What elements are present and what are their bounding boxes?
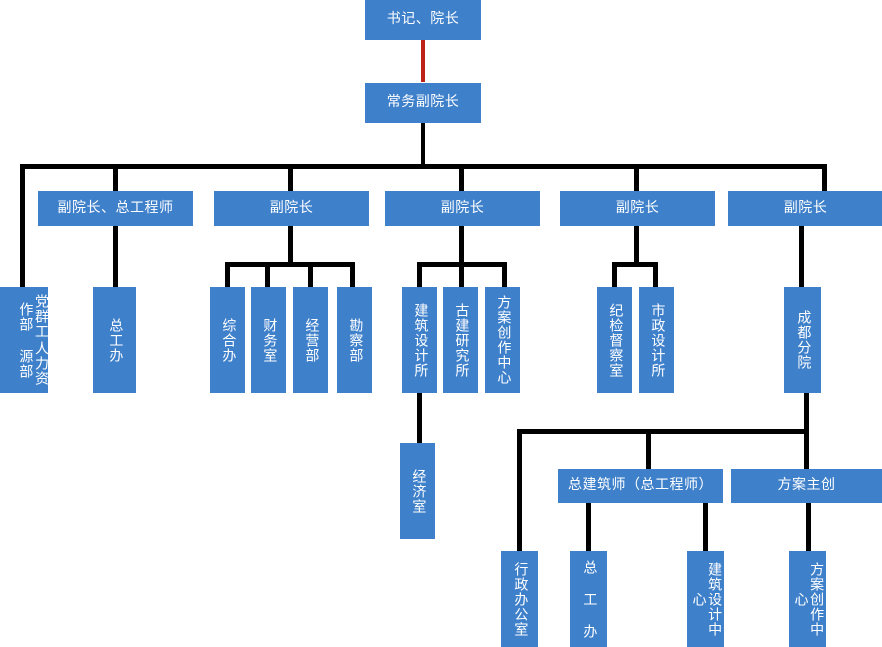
node-admin-office[interactable]: 行政办公室 bbox=[501, 551, 538, 647]
connector-vp3-to-ancient-arch-institute bbox=[459, 262, 464, 287]
node-economics-office-label: 经济室 bbox=[410, 468, 427, 514]
connector-vp2-to-operations-dept bbox=[308, 262, 313, 287]
node-chief-engineer-office-label: 总工办 bbox=[107, 317, 124, 363]
node-survey-dept[interactable]: 勘察部 bbox=[337, 287, 372, 393]
node-arch-design-institute[interactable]: 建筑设计所 bbox=[402, 287, 437, 393]
connector-bus-to-vp5 bbox=[822, 164, 827, 191]
connector-vp4-to-municipal-design-institute bbox=[653, 262, 658, 287]
node-vp1[interactable]: 副院长、总工程师 bbox=[38, 191, 193, 226]
node-ancient-arch-institute[interactable]: 古建研究所 bbox=[443, 287, 478, 393]
connector-vp2-stem bbox=[288, 225, 293, 265]
node-general-office-label: 综合办 bbox=[220, 317, 237, 363]
node-vp5[interactable]: 副院长 bbox=[728, 191, 882, 226]
connector-bus-to-hr-party bbox=[20, 164, 25, 287]
node-finance-office[interactable]: 财务室 bbox=[251, 287, 286, 393]
node-scheme-creation-center-label: 方案创作中心 bbox=[495, 295, 512, 385]
connector-vp2-to-general-office bbox=[225, 262, 230, 287]
node-municipal-design-institute[interactable]: 市政设计所 bbox=[639, 287, 674, 393]
connector-bus-to-vp4 bbox=[634, 164, 639, 191]
node-branch-chief-engineer-office[interactable]: 总 工 办 bbox=[570, 551, 607, 647]
connector-chengdu-to-admin-office bbox=[517, 429, 522, 551]
node-branch-chief-engineer-office-label: 总 工 办 bbox=[581, 559, 598, 639]
connector-chengdu-bus bbox=[517, 429, 809, 434]
node-arch-design-institute-label: 建筑设计所 bbox=[412, 302, 429, 378]
node-economics-office[interactable]: 经济室 bbox=[400, 443, 435, 539]
node-root[interactable]: 书记、院长 bbox=[365, 0, 481, 40]
connector-arch-design-institute-to-economics-office bbox=[417, 393, 422, 443]
node-survey-dept-label: 勘察部 bbox=[347, 317, 364, 363]
connector-vp4-stem bbox=[634, 225, 639, 265]
connector-vp3-to-arch-design-institute bbox=[417, 262, 422, 287]
node-vp1-label: 副院长、总工程师 bbox=[57, 199, 174, 216]
connector-chengdu-to-scheme-lead bbox=[804, 429, 809, 469]
connector-vp5-to-chengdu-branch bbox=[799, 225, 804, 287]
node-scheme-creation-center[interactable]: 方案创作中心 bbox=[485, 287, 520, 393]
node-vp2[interactable]: 副院长 bbox=[214, 191, 369, 226]
node-chief-architect-label: 总建筑师（总工程师） bbox=[568, 477, 713, 494]
node-finance-office-label: 财务室 bbox=[261, 317, 278, 363]
connector-bus-to-vp3 bbox=[459, 164, 464, 191]
node-vp3-label: 副院长 bbox=[440, 199, 485, 216]
node-hr-dept-label: 人力资源部 bbox=[17, 341, 49, 386]
connector-bus-to-vp2 bbox=[288, 164, 293, 191]
node-executive-vp-label: 常务副院长 bbox=[386, 94, 460, 111]
node-admin-office-label: 行政办公室 bbox=[512, 561, 529, 637]
node-arch-design-center[interactable]: 建筑设计中心 bbox=[687, 551, 724, 647]
node-operations-dept-label: 经营部 bbox=[303, 317, 320, 363]
connector-vp2-bus bbox=[225, 262, 355, 267]
node-party-dept-label: 党群工作部 bbox=[17, 294, 49, 339]
connector-vp1-to-chief-engineer-office bbox=[113, 225, 118, 287]
connector-bus-to-vp1 bbox=[113, 164, 118, 191]
node-arch-design-center-label: 建筑设计中心 bbox=[690, 561, 723, 637]
node-branch-scheme-creation-center[interactable]: 方案创作中心 bbox=[789, 551, 826, 647]
node-discipline-office-label: 纪检督察室 bbox=[607, 302, 624, 378]
node-scheme-lead[interactable]: 方案主创 bbox=[731, 469, 882, 503]
node-municipal-design-institute-label: 市政设计所 bbox=[649, 302, 666, 378]
connector-executive-vp-stem bbox=[421, 123, 425, 168]
connector-chengdu-branch-stem bbox=[804, 393, 809, 433]
connector-vp2-to-survey-dept bbox=[350, 262, 355, 287]
connector-chief-architect-to-branch-chief-engineer-office bbox=[586, 503, 591, 551]
node-chief-engineer-office[interactable]: 总工办 bbox=[93, 287, 136, 393]
node-vp4[interactable]: 副院长 bbox=[560, 191, 715, 226]
connector-vp4-bus bbox=[612, 262, 658, 267]
node-chengdu-branch-label: 成都分院 bbox=[795, 310, 812, 370]
connector-vp3-stem bbox=[459, 225, 464, 265]
node-vp5-label: 副院长 bbox=[783, 199, 828, 216]
node-executive-vp[interactable]: 常务副院长 bbox=[365, 83, 481, 123]
node-branch-scheme-creation-center-label: 方案创作中心 bbox=[792, 561, 825, 637]
connector-vp2-to-finance-office bbox=[265, 262, 270, 287]
node-ancient-arch-institute-label: 古建研究所 bbox=[453, 302, 470, 378]
connector-chengdu-to-chief-architect bbox=[646, 429, 651, 469]
node-operations-dept[interactable]: 经营部 bbox=[293, 287, 328, 393]
node-scheme-lead-label: 方案主创 bbox=[777, 477, 836, 494]
node-vp3[interactable]: 副院长 bbox=[385, 191, 540, 226]
connector-vp3-to-scheme-creation-center bbox=[502, 262, 507, 287]
node-root-label: 书记、院长 bbox=[386, 11, 460, 28]
node-vp2-label: 副院长 bbox=[269, 199, 314, 216]
connector-root-to-executive-vp bbox=[421, 39, 425, 82]
node-chengdu-branch[interactable]: 成都分院 bbox=[784, 287, 821, 393]
connector-main-bus bbox=[20, 164, 827, 169]
node-chief-architect[interactable]: 总建筑师（总工程师） bbox=[558, 469, 723, 503]
connector-vp4-to-discipline-office bbox=[612, 262, 617, 287]
node-discipline-office[interactable]: 纪检督察室 bbox=[597, 287, 632, 393]
node-hr-and-party-dept[interactable]: 党群工作部 人力资源部 bbox=[0, 287, 49, 393]
node-general-office[interactable]: 综合办 bbox=[210, 287, 245, 393]
connector-scheme-lead-to-branch-scheme-creation-center bbox=[806, 503, 811, 551]
connector-chief-architect-to-arch-design-center bbox=[703, 503, 708, 551]
node-vp4-label: 副院长 bbox=[615, 199, 660, 216]
